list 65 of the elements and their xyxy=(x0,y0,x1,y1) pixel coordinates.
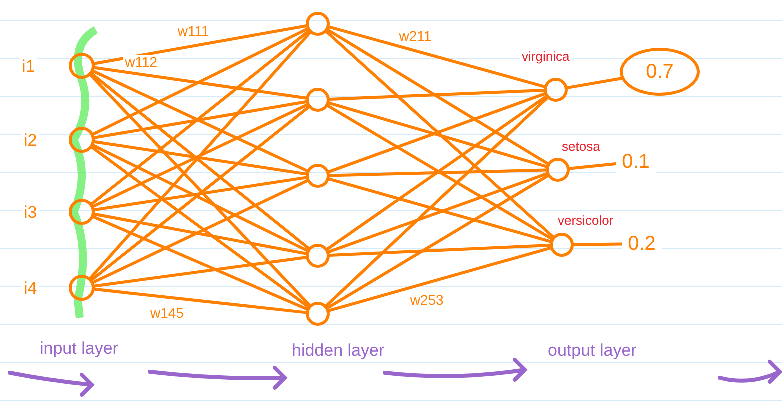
connection-line xyxy=(328,246,552,312)
connection-line xyxy=(328,178,552,244)
connection-line xyxy=(92,180,309,284)
connection-line xyxy=(328,172,548,254)
edge-label: w111 xyxy=(176,24,212,38)
connection-line xyxy=(326,174,550,310)
connection-line xyxy=(325,96,549,308)
connection-line xyxy=(93,212,308,256)
connection-line xyxy=(93,256,308,288)
connection-line xyxy=(90,146,310,308)
connection-line xyxy=(93,66,308,100)
connection-line xyxy=(568,162,618,170)
connection-line xyxy=(328,92,546,174)
layer-label: hidden layer xyxy=(292,342,385,359)
neuron-circle xyxy=(69,199,95,225)
value-text: 0.7 xyxy=(646,60,674,84)
neuron-circle xyxy=(69,275,95,301)
connection-line xyxy=(328,168,548,178)
connection-line xyxy=(328,26,546,88)
connection-line xyxy=(89,74,312,307)
connection-line xyxy=(89,31,312,280)
connection-line xyxy=(325,30,555,238)
connection-line xyxy=(93,176,308,212)
connection-line xyxy=(92,104,309,208)
connection-line xyxy=(93,288,308,314)
connection-line xyxy=(93,24,308,66)
connection-line xyxy=(328,89,546,101)
connection-line xyxy=(92,144,309,252)
output-value-ellipse xyxy=(620,48,700,96)
connection-line xyxy=(566,77,624,90)
layer-label: input layer xyxy=(40,340,118,357)
neuron-circle xyxy=(546,158,570,182)
class-label: setosa xyxy=(560,140,602,153)
edge-label: w145 xyxy=(148,306,186,320)
layer-label: output layer xyxy=(548,342,637,359)
neuron-circle xyxy=(306,244,330,268)
neuron-circle xyxy=(306,164,330,188)
edge-label: w211 xyxy=(397,28,434,43)
connection-line xyxy=(572,242,624,246)
neuron-circle xyxy=(550,233,574,257)
connection-line xyxy=(328,244,552,257)
neuron-circle xyxy=(69,127,95,153)
connection-line xyxy=(328,102,548,168)
input-label: i4 xyxy=(22,280,40,297)
input-label: i1 xyxy=(20,58,38,75)
connection-line xyxy=(92,28,309,136)
connection-line xyxy=(93,140,308,176)
input-label: i2 xyxy=(22,132,40,149)
connection-line xyxy=(93,100,308,140)
input-label: i3 xyxy=(22,204,40,221)
connection-line xyxy=(90,30,310,206)
neuron-circle xyxy=(69,53,95,79)
neuron-circle xyxy=(306,88,330,112)
connection-line xyxy=(90,72,310,250)
connection-line xyxy=(92,70,309,172)
neuron-circle xyxy=(306,302,330,326)
connection-line xyxy=(92,216,308,311)
class-label: virginica xyxy=(520,50,572,63)
class-label: versicolor xyxy=(556,214,616,227)
connection-line xyxy=(90,106,310,282)
neuron-circle xyxy=(544,78,568,102)
connection-line xyxy=(326,28,550,166)
neuron-circle xyxy=(306,12,330,36)
edge-label: w253 xyxy=(408,293,446,308)
edge-label: w112 xyxy=(123,54,160,69)
